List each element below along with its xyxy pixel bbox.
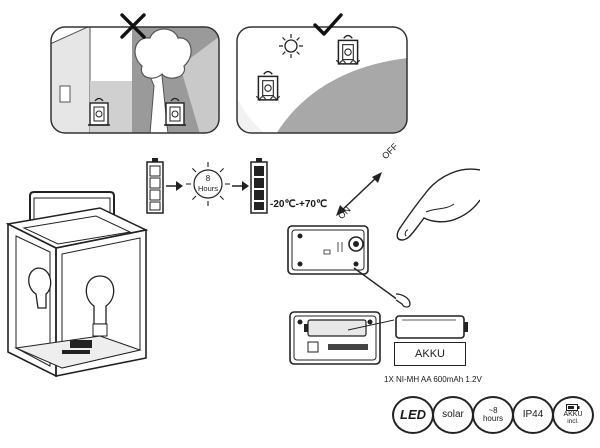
battery-callout-line <box>346 318 396 332</box>
ip-rating-label: IP44 <box>522 408 544 420</box>
led-label: LED <box>400 407 426 423</box>
solar-label: solar <box>442 408 464 420</box>
full-battery-icon <box>250 158 268 214</box>
led-badge: LED <box>392 396 434 434</box>
arrow-right-icon <box>232 180 250 192</box>
akku-label: AKKU <box>415 348 445 360</box>
empty-battery-icon <box>146 158 164 214</box>
sun-hours-label: Hours <box>197 184 218 193</box>
battery-compartment <box>288 310 384 366</box>
lantern-illustration <box>0 190 150 380</box>
arrow-right-icon <box>166 180 184 192</box>
akku-label-box: AKKU <box>394 342 466 366</box>
ip-rating-badge: IP44 <box>512 396 554 434</box>
lantern-icon <box>256 70 280 102</box>
lantern-icon <box>164 97 186 127</box>
akku-badge-sublabel: incl. <box>567 417 579 425</box>
sun-icon <box>278 33 304 59</box>
aa-battery-icon <box>394 312 470 342</box>
lantern-icon <box>336 34 360 66</box>
hours-value: ~8 <box>488 405 498 415</box>
off-label: OFF <box>380 141 400 162</box>
akku-badge-label: AKKU <box>563 411 583 419</box>
sun-hours-icon <box>184 160 232 208</box>
wrong-placement-panel <box>50 26 220 134</box>
solar-badge: solar <box>432 396 474 434</box>
hours-label: hours <box>482 414 503 423</box>
check-mark-icon <box>312 12 344 38</box>
battery-spec: 1X NI-MH AA 600mAh 1.2V <box>384 375 482 384</box>
switch-housing <box>286 222 382 278</box>
on-off-arrow-icon <box>334 170 384 218</box>
cross-mark-icon <box>118 12 148 40</box>
hours-badge: ~8 hours <box>472 396 514 434</box>
temperature-range: -20℃-+70℃ <box>270 199 328 210</box>
sun-hours-value: 8 <box>205 174 211 183</box>
akku-included-badge: AKKU incl. <box>552 396 594 434</box>
lantern-icon <box>88 97 110 127</box>
hand-pressing-icon <box>350 160 480 252</box>
battery-icon <box>566 404 580 412</box>
screwdriver-icon <box>352 266 414 310</box>
